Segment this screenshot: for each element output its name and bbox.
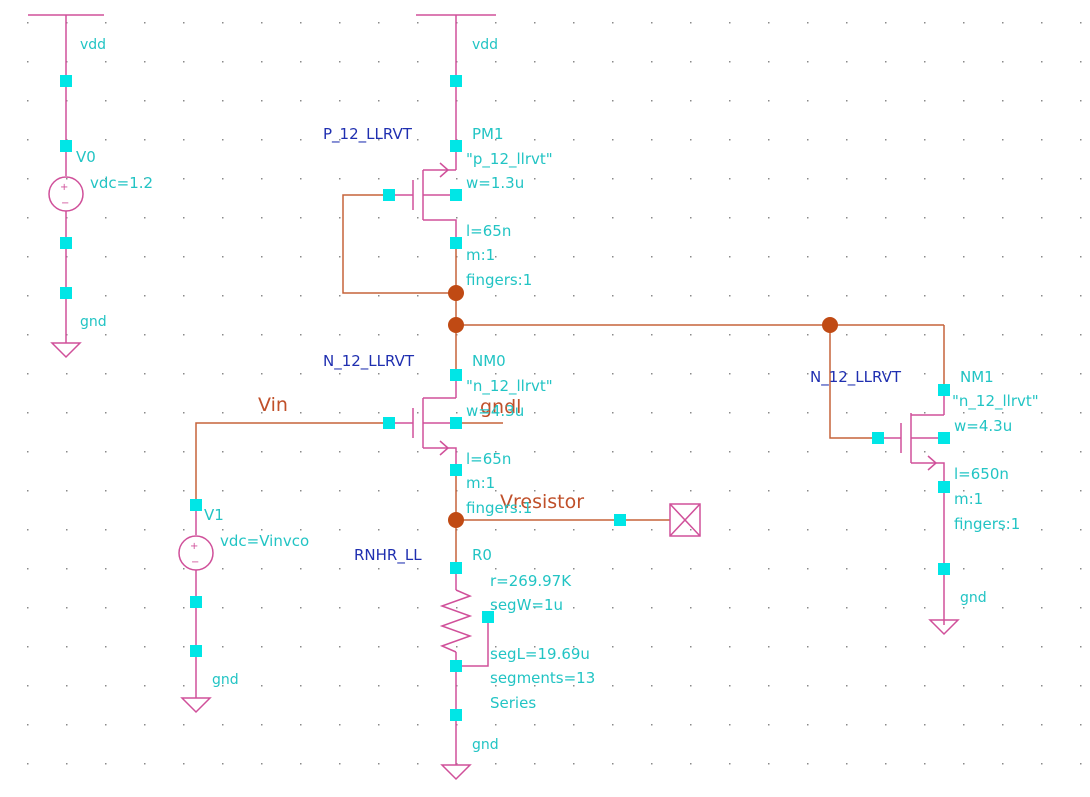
r0-segment-width: segW=1u (490, 596, 563, 614)
pm1-fingers: fingers:1 (466, 271, 532, 289)
nm1-length: l=650n (954, 465, 1009, 483)
pm1-name: PM1 (472, 125, 504, 143)
v0-source-symbol: + − (48, 80, 84, 343)
pm1-cell-label: P_12_LLRVT (323, 125, 413, 144)
nm0-length: l=65n (466, 450, 511, 468)
nm1-cell-label: N_12_LLRVT (810, 368, 902, 387)
r0-segments: segments=13 (490, 669, 595, 687)
net-label-vin: Vin (258, 394, 288, 416)
net-label-gnd-r0: gnd (472, 737, 499, 753)
v1-source-symbol: + − (178, 505, 214, 698)
pm1-width: w=1.3u (466, 174, 524, 192)
nm0-model: "n_12_llrvt" (466, 377, 553, 396)
wire-nm1-gate (829, 325, 878, 439)
wire-vin (195, 422, 389, 505)
pm1-length: l=65n (466, 222, 511, 240)
r0-cell-label: RNHR_LL (354, 546, 422, 565)
svg-text:+: + (60, 182, 68, 193)
r0-mode: Series (490, 694, 536, 712)
pm1-transistor-symbol (389, 80, 457, 243)
junction-dots (448, 285, 838, 528)
wire-pm1-gate-loop (342, 194, 456, 294)
net-label-gnd-v0: gnd (80, 314, 107, 330)
gnd-nm1-symbol (928, 619, 960, 636)
v0-name: V0 (76, 148, 96, 166)
nm0-name: NM0 (472, 352, 506, 370)
pins (60, 75, 950, 721)
gnd-v1-symbol (180, 697, 212, 714)
v1-name: V1 (204, 506, 224, 524)
nm0-width: w=4.3u (466, 402, 524, 420)
net-label-gnd-v1: gnd (212, 672, 239, 688)
gnd-v0-symbol (50, 342, 82, 359)
r0-name: R0 (472, 546, 492, 564)
r0-resistance: r=269.97K (490, 572, 572, 590)
r0-segment-length: segL=19.69u (490, 645, 590, 663)
nm1-name: NM1 (960, 368, 994, 386)
svg-text:−: − (191, 557, 199, 568)
gnd-r0-symbol (440, 764, 472, 781)
v0-param: vdc=1.2 (90, 174, 153, 192)
nm0-fingers: fingers:1 (466, 499, 532, 517)
nm0-cell-label: N_12_LLRVT (323, 352, 415, 371)
nm1-multiplier: m:1 (954, 490, 983, 508)
vresistor-output-pin[interactable] (669, 503, 701, 537)
net-label-gnd-nm1: gnd (960, 590, 987, 606)
net-label-vdd-right: vdd (472, 37, 498, 53)
net-label-vresistor: Vresistor (500, 491, 584, 513)
nm1-transistor-symbol (878, 390, 945, 625)
nm1-fingers: fingers:1 (954, 515, 1020, 533)
net-label-vdd-left: vdd (80, 37, 106, 53)
svg-text:−: − (61, 198, 69, 209)
nm0-multiplier: m:1 (466, 474, 495, 492)
nm1-width: w=4.3u (954, 417, 1012, 435)
svg-text:+: + (190, 541, 198, 552)
nm1-model: "n_12_llrvt" (952, 392, 1039, 411)
net-label-gndl: gndl (480, 396, 521, 418)
pm1-multiplier: m:1 (466, 246, 495, 264)
v1-param: vdc=Vinvco (220, 532, 309, 550)
vdd-right-symbol (416, 14, 496, 80)
vdd-left-symbol (28, 14, 104, 80)
pm1-model: "p_12_llrvt" (466, 150, 553, 169)
